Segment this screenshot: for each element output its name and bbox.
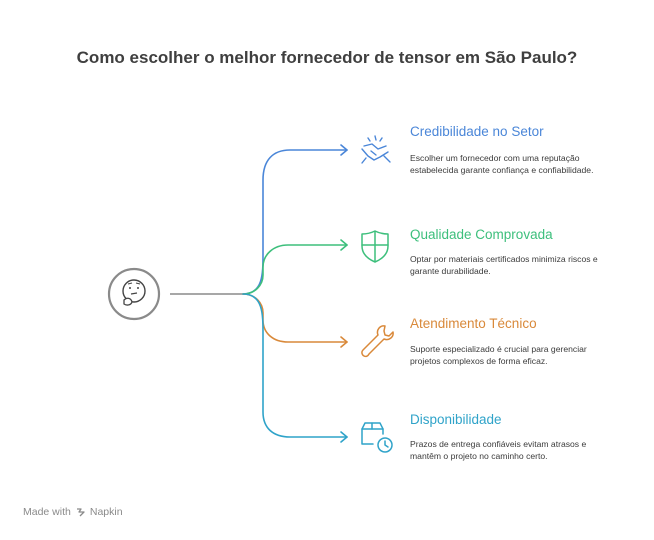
- napkin-logo-icon: [76, 508, 85, 517]
- page-title: Como escolher o melhor fornecedor de ten…: [76, 48, 578, 67]
- footer-brand: Napkin: [75, 506, 123, 518]
- item-title-qualidade: Qualidade Comprovada: [410, 227, 553, 242]
- arrowhead-qualidade: [340, 239, 348, 251]
- item-description-atendimento: Suporte especializado é crucial para ger…: [410, 344, 587, 366]
- footer-attribution: Made with Napkin: [23, 506, 123, 518]
- arrowhead-credibilidade: [340, 144, 348, 156]
- branch-line-qualidade: [242, 244, 348, 295]
- footer-made-with: Made with: [23, 506, 71, 518]
- branch-line-disponibilidade: [242, 293, 348, 438]
- thinking-face-icon: [107, 267, 161, 321]
- wrench-icon: [361, 325, 394, 358]
- handshake-icon: [361, 135, 391, 164]
- item-description-credibilidade: Escolher um fornecedor com uma reputação…: [410, 153, 594, 175]
- item-title-credibilidade: Credibilidade no Setor: [410, 124, 544, 139]
- item-description-disponibilidade: Prazos de entrega confiáveis evitam atra…: [410, 439, 587, 461]
- item-description-qualidade: Optar por materiais certificados minimiz…: [410, 254, 598, 276]
- shield-icon: [361, 230, 389, 263]
- box-clock-icon: [361, 422, 393, 453]
- item-title-atendimento: Atendimento Técnico: [410, 316, 537, 331]
- branch-line-credibilidade: [242, 149, 348, 295]
- item-title-disponibilidade: Disponibilidade: [410, 412, 502, 427]
- arrowhead-disponibilidade: [340, 431, 348, 443]
- footer-brand-name: Napkin: [89, 506, 123, 518]
- arrowhead-atendimento: [340, 336, 348, 348]
